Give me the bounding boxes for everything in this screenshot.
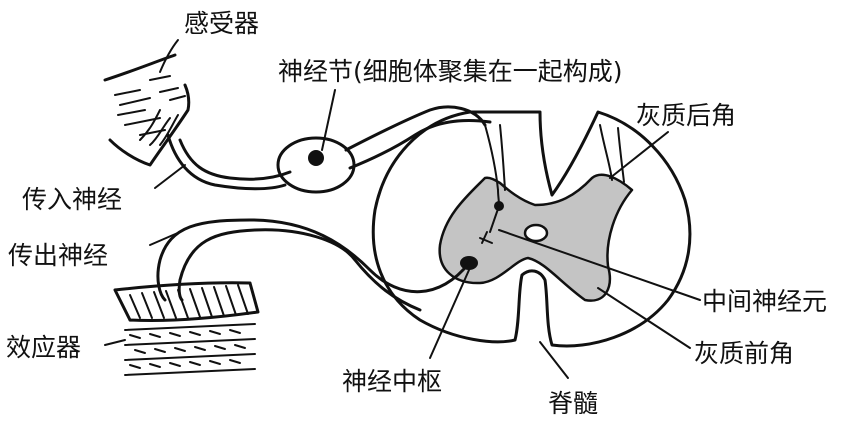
label-effector: 效应器: [6, 333, 81, 362]
central-canal: [523, 223, 549, 243]
leader-receptor: [159, 39, 179, 73]
receptor-texture: [114, 75, 186, 136]
label-nerve-center: 神经中枢: [342, 367, 442, 396]
receptor: [103, 53, 191, 167]
interneuron-axon: [489, 205, 500, 233]
label-ventral-horn: 灰质前角: [694, 339, 794, 368]
effector-fibers: [129, 284, 249, 319]
receptor-outline: [103, 53, 191, 167]
efferent-nerve-line-2: [177, 228, 422, 312]
leader-ganglion: [321, 89, 336, 151]
afferent-central-branch: [497, 189, 500, 207]
ganglion-cell-body: [308, 150, 324, 166]
leader-interneuron: [498, 229, 701, 301]
leader-afferent: [154, 164, 186, 189]
spinal-cord: [371, 110, 692, 348]
label-afferent-nerve: 传入神经: [22, 185, 122, 214]
label-ganglion: 神经节(细胞体聚集在一起构成): [278, 57, 623, 86]
leader-spinal-cord: [539, 341, 569, 379]
leader-lines: [104, 39, 701, 379]
label-receptor: 感受器: [184, 9, 259, 38]
dorsal-root-inner: [348, 119, 492, 170]
afferent-nerve-line: [166, 133, 287, 191]
effector-outline: [113, 281, 260, 323]
leader-effector: [104, 339, 126, 346]
receptor-endings: [139, 109, 179, 146]
effector: [113, 281, 260, 376]
label-interneuron: 中间神经元: [702, 287, 827, 316]
label-efferent-nerve: 传出神经: [8, 241, 108, 270]
dorsal-root-entry: [484, 124, 506, 191]
label-spinal-cord: 脊髓: [548, 389, 598, 418]
afferent-nerve-line-2: [178, 138, 292, 181]
interneuron-synapse: [479, 231, 493, 244]
leader-nerve-center: [429, 269, 470, 359]
dorsal-horn-fibers: [599, 124, 625, 183]
dorsal-root: [344, 105, 487, 152]
effector-lower: [124, 323, 256, 376]
leader-ventral-horn: [597, 287, 691, 349]
efferent-nerve-line: [156, 218, 471, 302]
leader-dorsal-horn: [609, 131, 669, 179]
afferent-pathway: [166, 105, 492, 194]
leader-efferent: [149, 231, 181, 246]
label-dorsal-horn: 灰质后角: [636, 101, 736, 130]
effector-hatching: [129, 329, 246, 369]
